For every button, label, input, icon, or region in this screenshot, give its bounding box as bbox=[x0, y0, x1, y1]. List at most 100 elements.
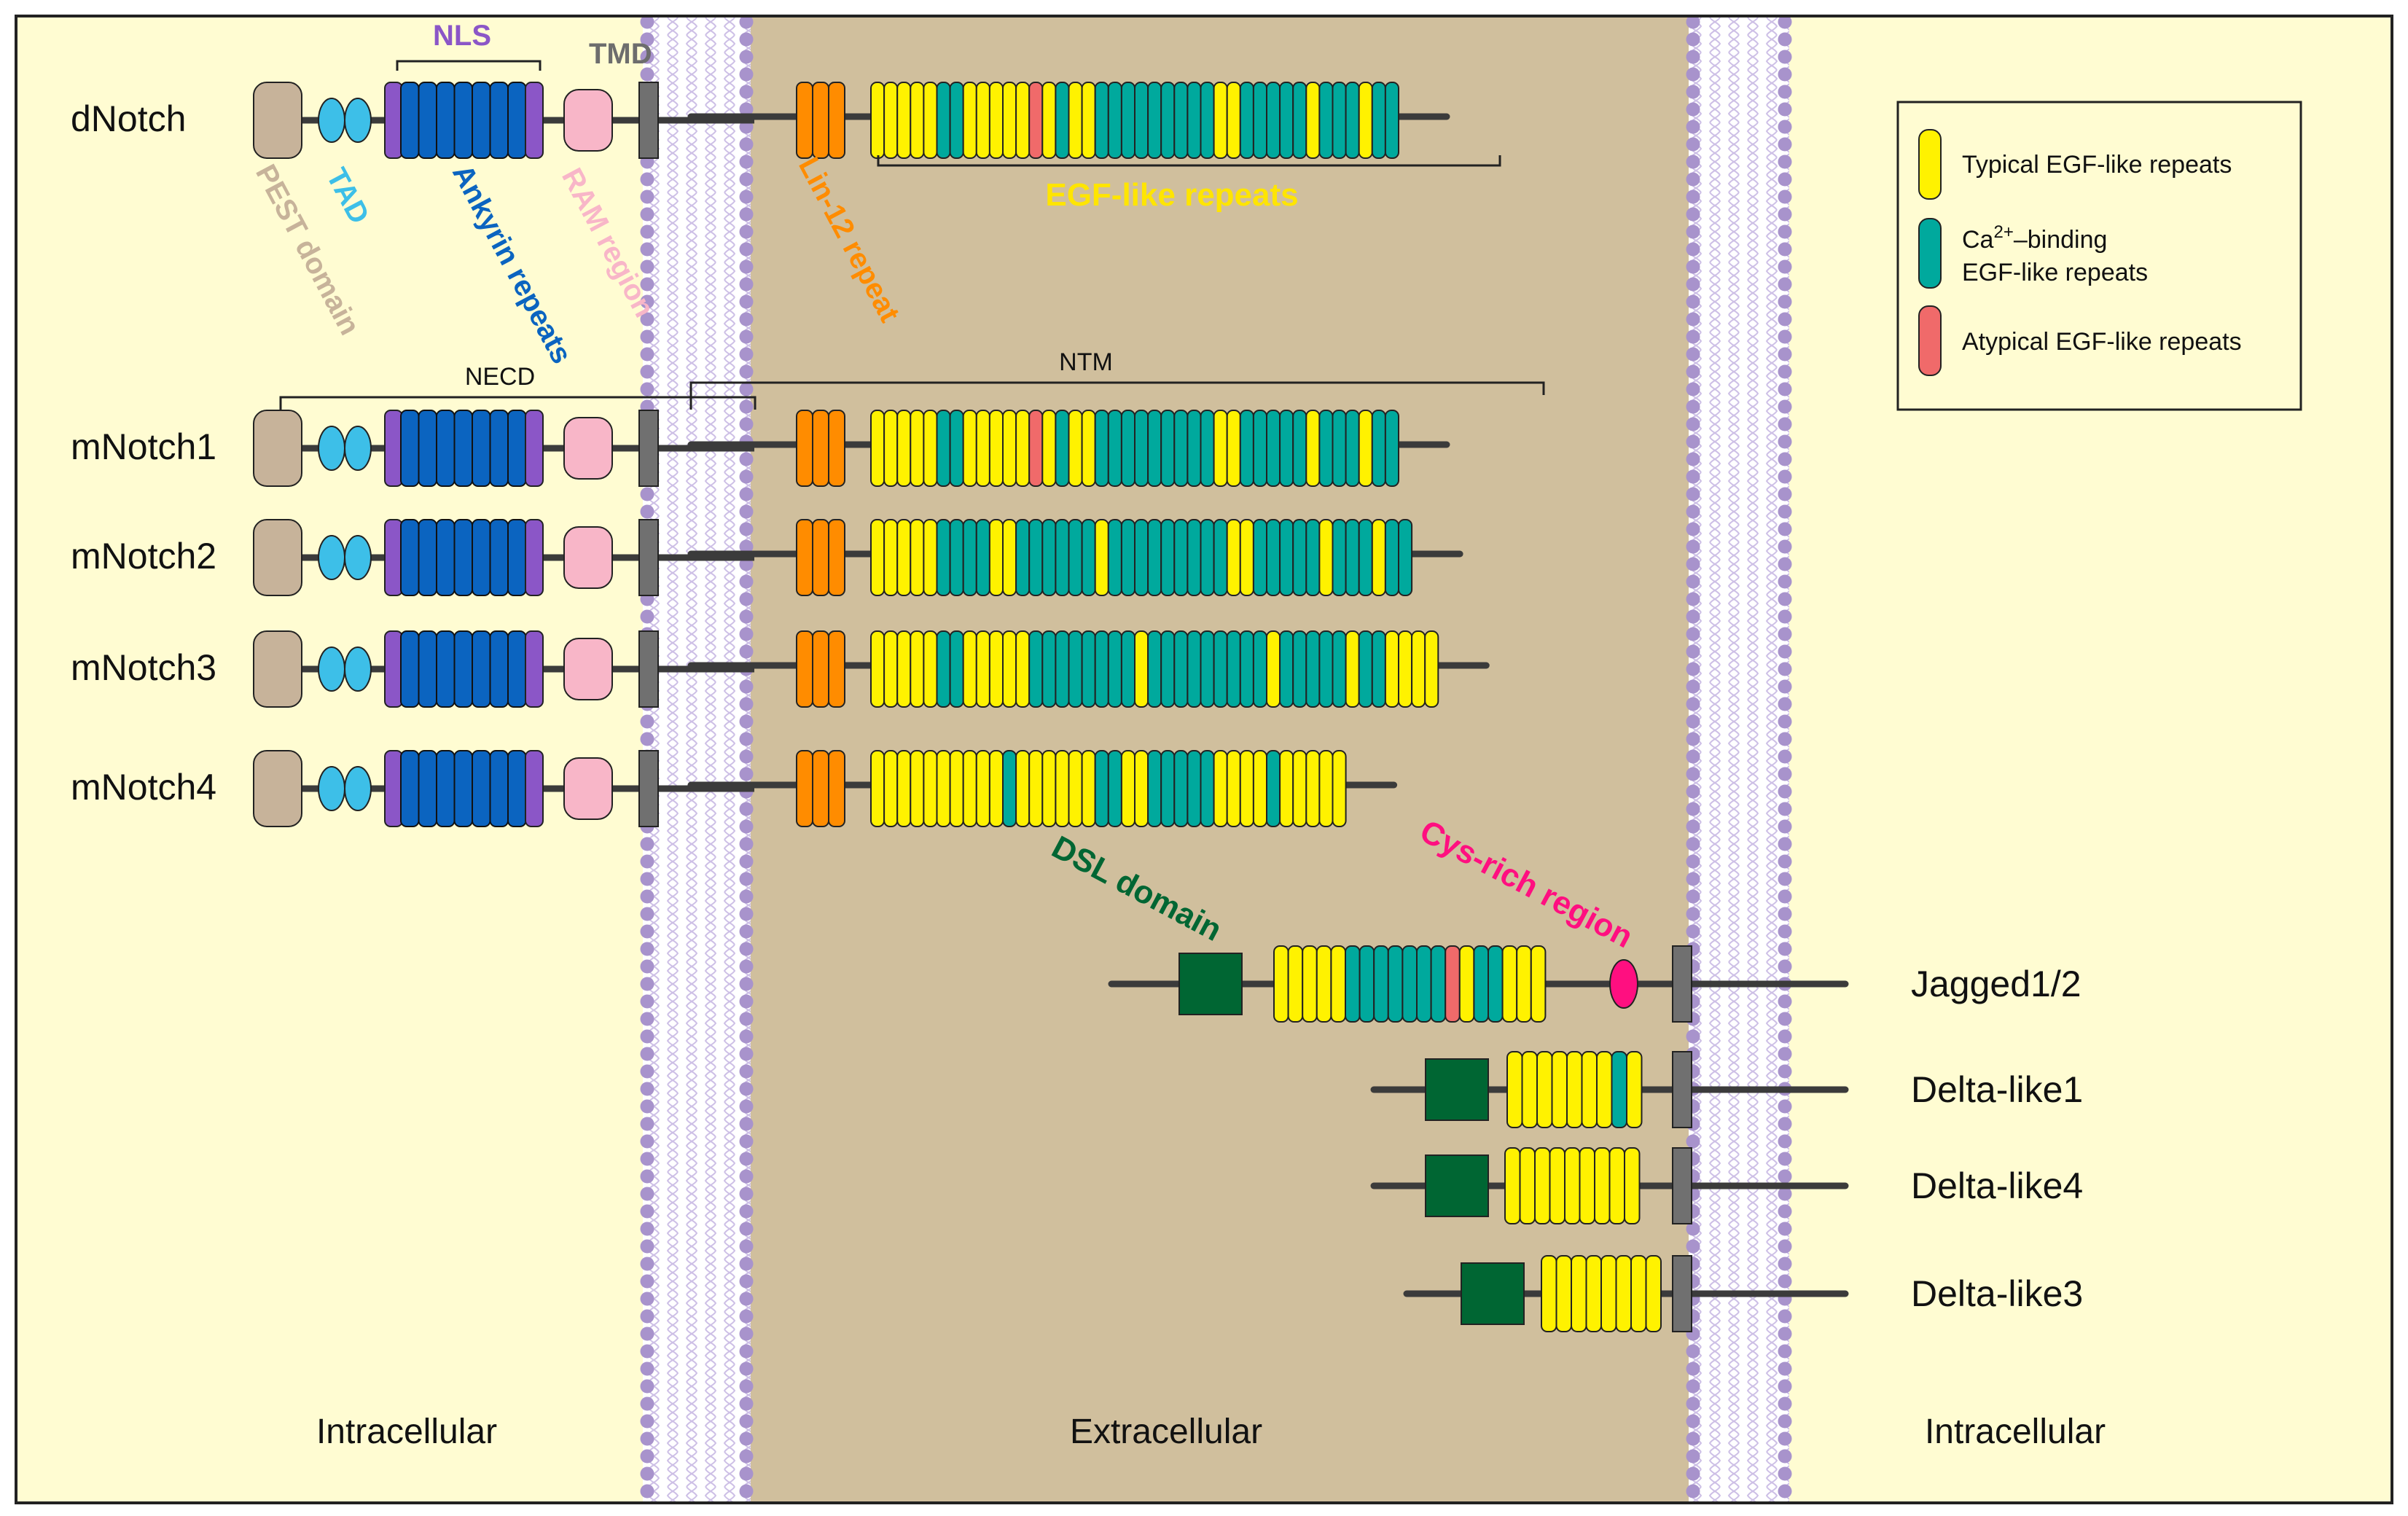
ca-binding-egf-repeat bbox=[1200, 519, 1215, 596]
atypical-egf-repeat bbox=[1028, 82, 1044, 159]
phospholipid-head bbox=[1686, 312, 1700, 327]
ankyrin-repeat bbox=[489, 410, 509, 487]
phospholipid-head bbox=[640, 329, 654, 344]
phospholipid-head bbox=[739, 1292, 754, 1306]
typical-egf-repeat bbox=[1094, 519, 1109, 596]
phospholipid-head bbox=[1686, 767, 1700, 781]
phospholipid-head bbox=[1778, 784, 1792, 799]
ca-binding-egf-repeat bbox=[1041, 630, 1057, 708]
phospholipid-head bbox=[1686, 1431, 1700, 1446]
phospholipid-head bbox=[1778, 1361, 1792, 1376]
typical-egf-repeat bbox=[1015, 750, 1031, 827]
ntm-label: NTM bbox=[1059, 348, 1113, 376]
typical-egf-repeat bbox=[1302, 945, 1318, 1023]
dsl-domain bbox=[1178, 953, 1243, 1015]
nls-bracket bbox=[396, 60, 542, 71]
phospholipid-head bbox=[739, 277, 754, 292]
phospholipid-head bbox=[739, 574, 754, 589]
ca-binding-egf-repeat bbox=[1266, 750, 1281, 827]
phospholipid-head bbox=[1778, 67, 1792, 82]
phospholipid-head bbox=[739, 1484, 754, 1499]
phospholipid-head bbox=[739, 1309, 754, 1324]
ca-binding-egf-repeat bbox=[1094, 750, 1109, 827]
typical-egf-repeat bbox=[1318, 519, 1334, 596]
phospholipid-head bbox=[739, 15, 754, 29]
typical-egf-repeat bbox=[1458, 945, 1475, 1023]
typical-egf-repeat bbox=[1002, 82, 1017, 159]
dsl-domain bbox=[1425, 1154, 1489, 1217]
legend-box bbox=[1896, 101, 2302, 411]
phospholipid-head bbox=[640, 977, 654, 991]
typical-egf-repeat bbox=[962, 630, 977, 708]
typical-egf-repeat bbox=[896, 519, 912, 596]
phospholipid-head bbox=[1686, 434, 1700, 449]
ca-binding-egf-repeat bbox=[1384, 410, 1400, 487]
typical-egf-repeat bbox=[870, 519, 886, 596]
typical-egf-repeat bbox=[1305, 410, 1321, 487]
ca-binding-egf-repeat bbox=[1384, 519, 1400, 596]
phospholipid-head bbox=[1778, 434, 1792, 449]
tmd-segment bbox=[1672, 1147, 1692, 1224]
intracellular-right-label: Intracellular bbox=[1925, 1413, 2106, 1451]
ca-binding-egf-repeat bbox=[1187, 519, 1202, 596]
lin12-repeat bbox=[812, 630, 829, 708]
phospholipid-head bbox=[1686, 15, 1700, 29]
phospholipid-head bbox=[640, 924, 654, 939]
ca-binding-egf-repeat bbox=[1266, 82, 1281, 159]
phospholipid-head bbox=[1686, 837, 1700, 851]
phospholipid-head bbox=[640, 190, 654, 204]
phospholipid-head bbox=[1778, 172, 1792, 187]
typical-egf-repeat bbox=[1615, 1255, 1632, 1332]
typical-egf-repeat bbox=[1041, 410, 1057, 487]
phospholipid-head bbox=[640, 242, 654, 257]
phospholipid-head bbox=[739, 32, 754, 47]
phospholipid-head bbox=[1778, 714, 1792, 729]
phospholipid-head bbox=[1686, 1396, 1700, 1411]
ca-binding-egf-repeat bbox=[936, 82, 951, 159]
ca-binding-egf-repeat bbox=[1371, 410, 1386, 487]
phospholipid-head bbox=[1778, 592, 1792, 606]
legend-typical-label: Typical EGF-like repeats bbox=[1962, 151, 2232, 179]
ca-binding-egf-repeat bbox=[1292, 519, 1307, 596]
phospholipid-head bbox=[1778, 557, 1792, 571]
phospholipid-head bbox=[1778, 1309, 1792, 1324]
typical-egf-repeat bbox=[1345, 630, 1360, 708]
ca-binding-egf-repeat bbox=[1028, 630, 1044, 708]
typical-egf-repeat bbox=[1068, 82, 1083, 159]
phospholipid-head bbox=[739, 1414, 754, 1429]
phospholipid-head bbox=[1686, 802, 1700, 816]
ca-binding-egf-repeat bbox=[1332, 519, 1347, 596]
phospholipid-head bbox=[739, 155, 754, 169]
phospholipid-head bbox=[640, 1152, 654, 1166]
phospholipid-head bbox=[1686, 1361, 1700, 1376]
phospholipid-head bbox=[1778, 732, 1792, 746]
ca-binding-egf-repeat bbox=[1107, 410, 1122, 487]
phospholipid-head bbox=[640, 1222, 654, 1236]
tmd-segment bbox=[638, 82, 659, 159]
ankyrin-repeat bbox=[453, 630, 473, 708]
atypical-egf-repeat bbox=[1445, 945, 1461, 1023]
pest-domain bbox=[253, 82, 302, 159]
phospholipid-head bbox=[739, 749, 754, 764]
tad-domain bbox=[318, 766, 345, 811]
typical-egf-repeat bbox=[1226, 750, 1241, 827]
phospholipid-head bbox=[1778, 50, 1792, 64]
ca-binding-egf-repeat bbox=[1147, 630, 1162, 708]
phospholipid-head bbox=[1778, 504, 1792, 519]
nls-segment bbox=[384, 519, 403, 596]
phospholipid-head bbox=[1686, 784, 1700, 799]
ankyrin-repeat bbox=[472, 630, 491, 708]
phospholipid-head bbox=[739, 1239, 754, 1254]
ram-region bbox=[563, 757, 613, 820]
ca-binding-egf-repeat bbox=[1107, 750, 1122, 827]
phospholipid-head bbox=[1686, 662, 1700, 676]
phospholipid-head bbox=[1778, 1379, 1792, 1394]
diagram-frame bbox=[15, 15, 2393, 1504]
phospholipid-head bbox=[1778, 1484, 1792, 1499]
typical-egf-repeat bbox=[962, 82, 977, 159]
ankyrin-repeat bbox=[489, 750, 509, 827]
ankyrin-repeat bbox=[400, 750, 420, 827]
ca-binding-egf-repeat bbox=[1147, 519, 1162, 596]
tmd-segment bbox=[638, 750, 659, 827]
phospholipid-head bbox=[1686, 609, 1700, 624]
